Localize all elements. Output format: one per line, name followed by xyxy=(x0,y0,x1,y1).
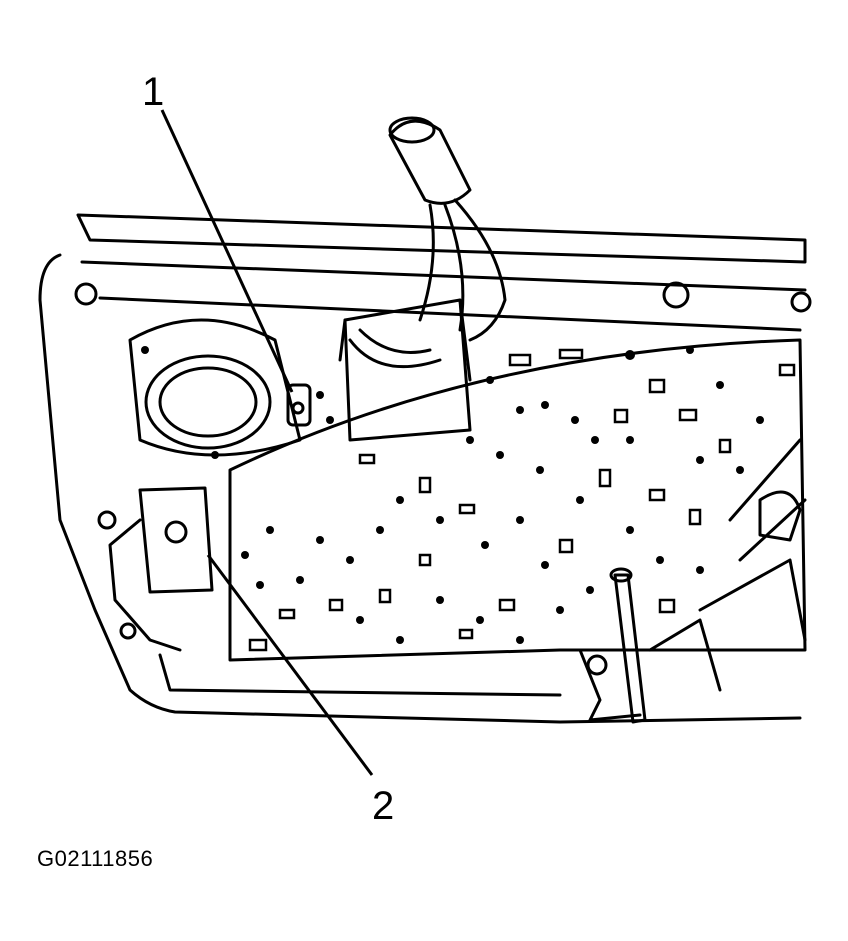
wiring-connector xyxy=(343,298,472,442)
case-bolt-hole xyxy=(119,622,137,640)
callout-1: 1 xyxy=(142,70,165,114)
callout-2: 2 xyxy=(372,784,395,828)
valve-body-plate xyxy=(228,338,807,662)
case-bolt-hole xyxy=(97,510,117,530)
leader-line-2 xyxy=(206,554,374,776)
item-1-part xyxy=(286,383,312,427)
case-bolt-hole xyxy=(662,281,690,309)
alignment-pin xyxy=(613,573,647,724)
accumulator-cover xyxy=(144,354,272,450)
wiring-harness xyxy=(418,198,507,342)
item-2-bracket xyxy=(138,486,214,594)
case-bolt-hole xyxy=(74,282,98,306)
case-bolt-hole xyxy=(790,291,812,313)
case-flange xyxy=(38,253,802,724)
leader-line-1 xyxy=(160,109,294,393)
figure-id: G02111856 xyxy=(37,846,154,871)
case-housing-outline xyxy=(76,213,807,264)
wiring-conduit xyxy=(388,119,472,205)
